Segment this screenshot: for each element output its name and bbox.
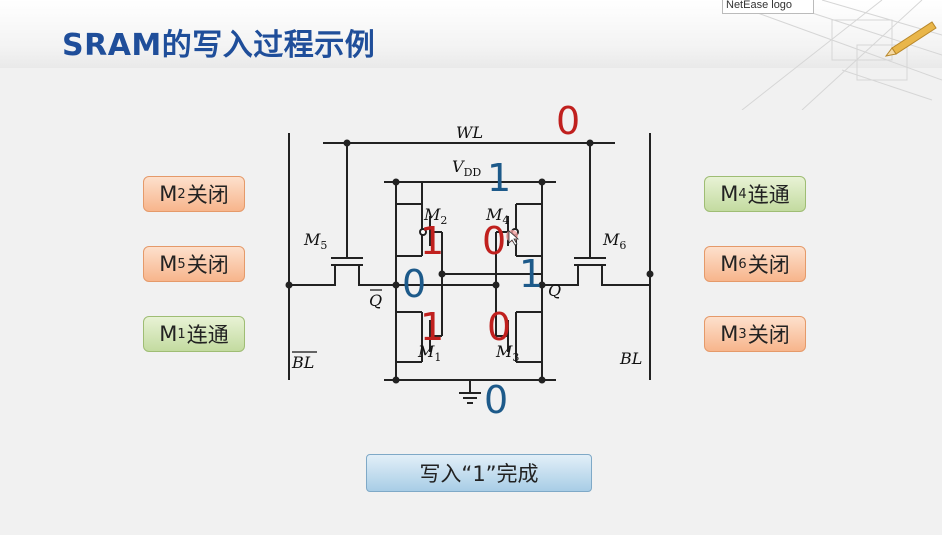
vdd-value: 1 [487, 156, 511, 200]
vdd-label: VDD [452, 157, 481, 179]
qbar-value: 0 [402, 262, 426, 306]
qbar-label: Q [369, 291, 382, 310]
m1-gate-value: 1 [420, 305, 444, 349]
m3-gate-value: 0 [487, 305, 511, 349]
junction-dots [285, 139, 654, 384]
m4-label: M4 [485, 205, 509, 227]
m3-label: M3 [495, 342, 519, 364]
ground-value: 0 [484, 378, 508, 422]
m6-label: M6 [602, 230, 626, 252]
decorative-sketch-graphic [721, 0, 942, 110]
wl-value: 0 [556, 99, 580, 143]
page-title: SRAM的写入过程示例 [62, 28, 376, 63]
netease-logo[interactable]: NetEase logo [722, 0, 814, 14]
m5-label: M5 [303, 230, 327, 252]
m2-label: M2 [423, 205, 447, 227]
pencil-icon [884, 21, 937, 57]
m2-gate-value: 1 [420, 219, 444, 263]
bl-bar-label: BL [291, 353, 314, 372]
m4-gate-value: 0 [482, 219, 506, 263]
bl-label: BL [619, 349, 642, 368]
logo-alt-text: NetEase logo [726, 0, 793, 11]
m1-label: M1 [417, 342, 441, 364]
q-label: Q [548, 281, 561, 300]
q-value: 1 [519, 252, 543, 296]
write-complete-button[interactable]: 写入“1”完成 [366, 454, 592, 492]
wl-label: WL [456, 123, 483, 142]
cursor-icon [506, 230, 520, 246]
